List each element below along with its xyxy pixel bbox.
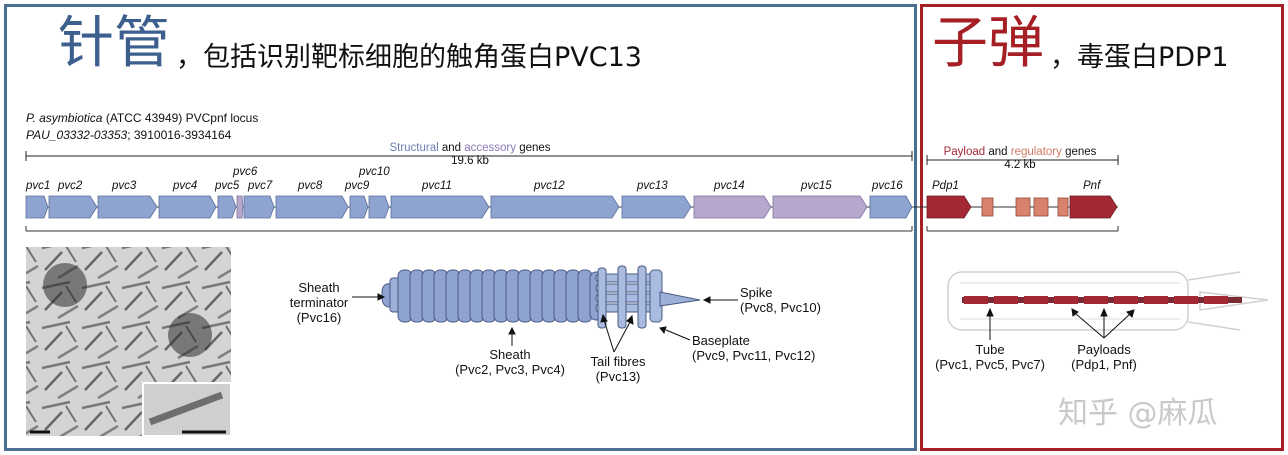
gene-arrow-pvc13 bbox=[621, 195, 692, 219]
gene-label-pvc5: pvc5 bbox=[215, 180, 240, 192]
structural-span-bracket bbox=[25, 151, 913, 161]
gene-arrow-pvc5 bbox=[217, 195, 237, 219]
label-baseplate: Baseplate (Pvc9, Pvc11, Pvc12) bbox=[692, 333, 816, 363]
gene-arrow-pvc3 bbox=[97, 195, 158, 219]
payload-span-bracket bbox=[926, 155, 1119, 165]
gene-label-pdp1: Pdp1 bbox=[932, 180, 959, 192]
label-tail-fibres: Tail fibres (Pvc13) bbox=[590, 354, 646, 384]
gene-arrow-pnf bbox=[1069, 195, 1118, 219]
gene-label-pvc7: pvc7 bbox=[248, 180, 273, 192]
gene-label-pvc10: pvc10 bbox=[359, 166, 390, 178]
label-payloads: Payloads (Pdp1, Pnf) bbox=[1071, 342, 1137, 372]
right-panel-bullet bbox=[920, 4, 1284, 451]
gene-arrow-pvc8 bbox=[275, 195, 349, 219]
bullet-title: 子弹 bbox=[932, 11, 1044, 76]
gene-label-pvc4: pvc4 bbox=[173, 180, 198, 192]
label-tube: Tube (Pvc1, Pvc5, Pvc7) bbox=[935, 342, 1045, 372]
payload-syringe-drawing bbox=[947, 271, 1269, 331]
gene-label-pvc16: pvc16 bbox=[872, 180, 903, 192]
gene-arrow-pvc10 bbox=[368, 195, 390, 219]
gene-arrow-pvc6 bbox=[236, 195, 244, 219]
gene-arrow-regulatory-2 bbox=[1015, 197, 1031, 217]
gene-label-pvc9: pvc9 bbox=[345, 180, 370, 192]
gene-arrow-pvc4 bbox=[158, 195, 217, 219]
pvc-syringe-drawing bbox=[381, 265, 701, 329]
structural-lower-bracket bbox=[25, 226, 913, 232]
bullet-subtitle: ，毒蛋白PDP1 bbox=[1050, 42, 1229, 73]
gene-arrow-pdp1 bbox=[926, 195, 972, 219]
gene-label-pvc1: pvc1 bbox=[26, 180, 51, 192]
label-spike: Spike (Pvc8, Pvc10) bbox=[740, 285, 821, 315]
needle-title: 针管 bbox=[58, 11, 170, 76]
gene-label-pvc11: pvc11 bbox=[422, 180, 452, 192]
zhihu-watermark: 知乎 @麻瓜 bbox=[1058, 396, 1218, 431]
gene-label-pvc12: pvc12 bbox=[534, 180, 565, 192]
locus-line-1: P. asymbiotica (ATCC 43949) PVCpnf locus bbox=[26, 111, 259, 125]
gene-arrow-pvc2 bbox=[48, 195, 98, 219]
payload-span-label: Payload and regulatory genes 4.2 kb bbox=[930, 146, 1110, 172]
gene-label-pvc2: pvc2 bbox=[58, 180, 83, 192]
gene-label-pvc14: pvc14 bbox=[714, 180, 745, 192]
micrograph bbox=[26, 247, 232, 437]
left-panel-needle bbox=[4, 4, 917, 451]
gene-label-pvc13: pvc13 bbox=[637, 180, 668, 192]
gene-arrow-regulatory-4 bbox=[1057, 197, 1069, 217]
gene-arrow-pvc15 bbox=[772, 195, 868, 219]
gene-label-pnf: Pnf bbox=[1083, 180, 1101, 192]
gene-label-pvc8: pvc8 bbox=[298, 180, 323, 192]
gene-label-pvc6: pvc6 bbox=[233, 166, 258, 178]
gene-arrow-pvc7 bbox=[243, 195, 275, 219]
gene-arrow-pvc12 bbox=[490, 195, 620, 219]
structural-span-size: 19.6 kb bbox=[451, 155, 489, 167]
payload-lower-bracket bbox=[926, 226, 1119, 232]
label-sheath-terminator: Sheath terminator (Pvc16) bbox=[289, 280, 349, 325]
gene-arrow-regulatory-3 bbox=[1033, 197, 1049, 217]
gene-arrow-pvc14 bbox=[693, 195, 772, 219]
needle-subtitle: ，包括识别靶标细胞的触角蛋白PVC13 bbox=[176, 42, 642, 73]
gene-arrow-pvc1 bbox=[25, 195, 49, 219]
gene-label-pvc3: pvc3 bbox=[112, 180, 137, 192]
gene-arrow-regulatory-1 bbox=[981, 197, 994, 217]
payload-span-size: 4.2 kb bbox=[1004, 159, 1036, 171]
gene-arrow-pvc11 bbox=[390, 195, 490, 219]
label-sheath: Sheath (Pvc2, Pvc3, Pvc4) bbox=[455, 347, 565, 377]
structural-span-label: Structural and accessory genes 19.6 kb bbox=[330, 142, 610, 168]
gene-arrow-pvc9 bbox=[349, 195, 369, 219]
locus-line-2: PAU_03332-03353; 3910016-3934164 bbox=[26, 128, 232, 142]
gene-arrow-pvc16 bbox=[869, 195, 913, 219]
gene-label-pvc15: pvc15 bbox=[801, 180, 832, 192]
